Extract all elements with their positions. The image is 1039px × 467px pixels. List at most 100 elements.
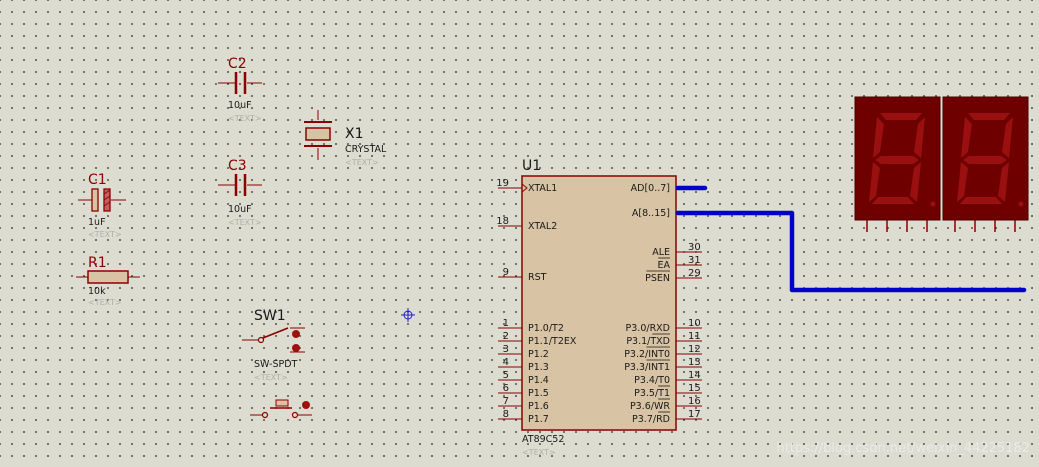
r1-value: 10k: [88, 286, 106, 297]
u1-pin-left[interactable]: 7 P1.6: [498, 396, 549, 412]
pin-name: P1.7: [528, 414, 549, 425]
u1-pin-left[interactable]: 1 P1.0/T2: [498, 318, 564, 334]
u1-pin-left[interactable]: 9 RST: [498, 267, 547, 283]
pin-number: 13: [688, 357, 701, 368]
pin-number: 9: [503, 267, 509, 278]
c2-value: 10uF: [228, 100, 252, 111]
pin-name: P3.5/T1: [634, 388, 670, 399]
capacitor-c1[interactable]: C1 1uF <TEXT>: [78, 172, 126, 239]
u1-pin-right[interactable]: P3.5/T1 15: [634, 383, 702, 399]
u1-pin-left[interactable]: 5 P1.4: [498, 370, 549, 386]
pin-name: P1.6: [528, 401, 549, 412]
c1-text: <TEXT>: [88, 230, 122, 239]
x1-value: CRYSTAL: [345, 144, 387, 155]
pin-number: 15: [688, 383, 701, 394]
u1-text: <TEXT>: [522, 448, 556, 457]
pin-name: P3.4/T0: [634, 375, 670, 386]
c3-ref: C3: [228, 158, 247, 174]
x1-ref: X1: [345, 126, 364, 142]
u1-pin-right[interactable]: P3.3/INT1 13: [624, 357, 702, 373]
u1-pin-left[interactable]: 2 P1.1/T2EX: [498, 331, 577, 347]
capacitor-c2[interactable]: C2 10uF <TEXT>: [218, 56, 262, 123]
segment: [875, 156, 919, 164]
segment: [869, 162, 880, 202]
u1-pin-right[interactable]: AD[0..7]: [631, 183, 670, 194]
c1-ref: C1: [88, 172, 107, 188]
sw1-text: <TEXT>: [254, 373, 288, 382]
pin-name: P1.0/T2: [528, 323, 564, 334]
capacitor-c3[interactable]: C3 10uF <TEXT>: [218, 158, 262, 227]
pin-number: 18: [496, 216, 509, 227]
pin-number: 8: [503, 409, 509, 420]
u1-pin-right[interactable]: PSEN 29: [645, 268, 702, 284]
pin-number: 30: [688, 242, 701, 253]
crystal-x1[interactable]: X1 CRYSTAL <TEXT>: [304, 110, 387, 167]
seven-segment-displays[interactable]: [854, 96, 1029, 232]
c3-value: 10uF: [228, 204, 252, 215]
pin-number: 10: [688, 318, 701, 329]
switch-sw1[interactable]: SW1 SW-SPDT <TEXT>: [242, 308, 305, 382]
pin-number: 14: [688, 370, 701, 381]
pin-name: P1.1/T2EX: [528, 336, 577, 347]
segment: [961, 117, 972, 158]
pin-number: 5: [503, 370, 509, 381]
segment: [960, 197, 1002, 204]
pin-name: AD[0..7]: [631, 183, 670, 194]
seven-segment-display[interactable]: [942, 96, 1029, 232]
u1-pin-left[interactable]: 8 P1.7: [498, 409, 549, 425]
r1-ref: R1: [88, 255, 107, 271]
pin-number: 1: [503, 318, 509, 329]
segment: [957, 162, 968, 202]
pin-number: 2: [503, 331, 509, 342]
seven-segment-display[interactable]: [854, 96, 941, 232]
pin-name: ALE: [652, 247, 670, 258]
watermark: https://blog.csdn.net/weixin_44225182: [776, 441, 1030, 456]
pin-name: P1.4: [528, 375, 549, 386]
resistor-r1[interactable]: R1 10k <TEXT>: [76, 255, 140, 307]
bus-a8-15[interactable]: [675, 210, 1027, 293]
pin-name: P3.7/RD: [632, 414, 670, 425]
segment: [914, 117, 925, 158]
pin-number: 4: [503, 357, 509, 368]
segment: [872, 197, 914, 204]
pin-name: A[8..15]: [632, 208, 670, 219]
pin-name: PSEN: [645, 273, 670, 284]
pin-name: P1.5: [528, 388, 549, 399]
u1-pin-left[interactable]: 6 P1.5: [498, 383, 549, 399]
c2-ref: C2: [228, 56, 247, 72]
pin-name: EA: [657, 260, 670, 271]
pin-name: XTAL1: [528, 183, 557, 194]
pin-number: 29: [688, 268, 701, 279]
u1-pin-right[interactable]: P3.4/T0 14: [634, 370, 702, 386]
u1-pin-right[interactable]: A[8..15]: [632, 208, 670, 219]
pin-name: P3.1/TXD: [626, 336, 670, 347]
pin-number: 6: [503, 383, 509, 394]
c2-text: <TEXT>: [228, 114, 262, 123]
u1-pin-right[interactable]: P3.1/TXD 11: [626, 331, 702, 347]
pin-number: 16: [688, 396, 701, 407]
pin-name: P3.3/INT1: [624, 362, 670, 373]
pin-number: 7: [503, 396, 509, 407]
bus-wires[interactable]: [675, 185, 1027, 293]
sw1-value: SW-SPDT: [254, 359, 298, 370]
u1-body: [521, 175, 677, 431]
pin-number: 11: [688, 331, 701, 342]
push-button[interactable]: [250, 399, 312, 419]
u1-pin-right[interactable]: ALE 30: [652, 242, 702, 258]
pin-name: RST: [528, 272, 547, 283]
u1-ref: U1: [522, 158, 541, 174]
